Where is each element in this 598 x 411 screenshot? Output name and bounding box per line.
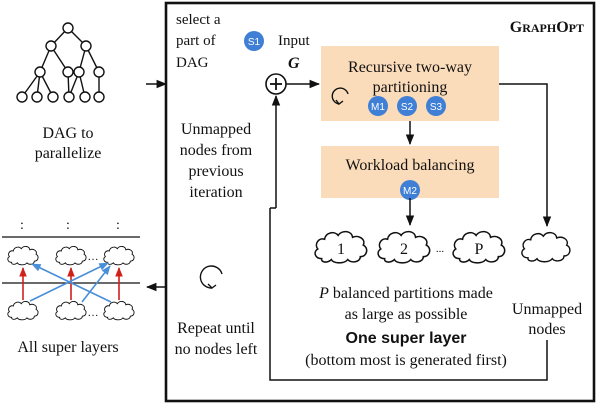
partition-dots: ...: [436, 243, 445, 255]
svg-text:M1: M1: [371, 102, 385, 113]
svg-text:M2: M2: [403, 186, 417, 197]
badge-s3: S3: [426, 96, 446, 116]
all-layers-caption: All super layers: [17, 339, 118, 356]
unmapped-prev-line3: previous: [188, 163, 243, 180]
repeat-line1: Repeat until: [177, 320, 255, 337]
vdots-mid: :: [66, 218, 70, 233]
partition-label-p: P: [475, 241, 484, 258]
graphopt-box: [164, 1, 596, 403]
select-line1: select a: [176, 12, 221, 28]
svg-text:S3: S3: [430, 102, 443, 113]
repeat-loop-icon: [199, 265, 223, 289]
balanced-line2: as large as possible: [345, 306, 468, 323]
select-line3: DAG: [176, 55, 209, 71]
feedback-line: [269, 208, 548, 381]
badge-s1: S1: [244, 31, 264, 51]
partitioning-line2: partitioning: [373, 79, 448, 96]
badge-m2: M2: [400, 180, 420, 200]
balancing-label: Workload balancing: [346, 157, 475, 174]
partition-label-1: 1: [337, 241, 345, 258]
svg-text:S1: S1: [248, 37, 261, 48]
repeat-line2: no nodes left: [175, 341, 258, 358]
unmapped-nodes-line2: nodes: [528, 321, 565, 338]
sum-junction: [265, 73, 287, 95]
unmapped-prev-line4: iteration: [189, 184, 242, 201]
unmapped-nodes-cloud: [521, 231, 571, 263]
super-layers-icon: : : : … …: [2, 218, 140, 321]
badge-s2: S2: [397, 96, 417, 116]
input-var: G: [288, 55, 300, 72]
partition-label-2: 2: [400, 241, 408, 258]
unmapped-nodes-line1: Unmapped: [512, 301, 582, 318]
select-line2: part of: [176, 33, 216, 49]
super-layer-label: One super layer: [346, 330, 467, 347]
unmapped-prev-line1: Unmapped: [181, 121, 251, 138]
svg-text:…: …: [88, 251, 99, 263]
badge-m1: M1: [368, 96, 388, 116]
loop-icon: [331, 87, 349, 105]
super-layer-note: (bottom most is generated first): [305, 352, 507, 369]
vdots-left: :: [20, 218, 24, 233]
svg-text:…: …: [88, 307, 99, 319]
unmapped-prev-line2: nodes from: [180, 142, 253, 159]
graphopt-title: GRAPHOPT: [510, 19, 584, 36]
partitioning-line1: Recursive two-way: [348, 59, 472, 76]
unmapped-route-arrow: [499, 83, 552, 228]
svg-text:S2: S2: [401, 102, 414, 113]
dag-tree-icon: [16, 22, 105, 103]
dag-caption-line1: DAG to: [42, 125, 93, 142]
balanced-line1: P balanced partitions made: [318, 285, 493, 302]
input-label: Input: [278, 33, 310, 49]
dag-caption-line2: parallelize: [35, 145, 102, 162]
vdots-right: :: [116, 218, 120, 233]
